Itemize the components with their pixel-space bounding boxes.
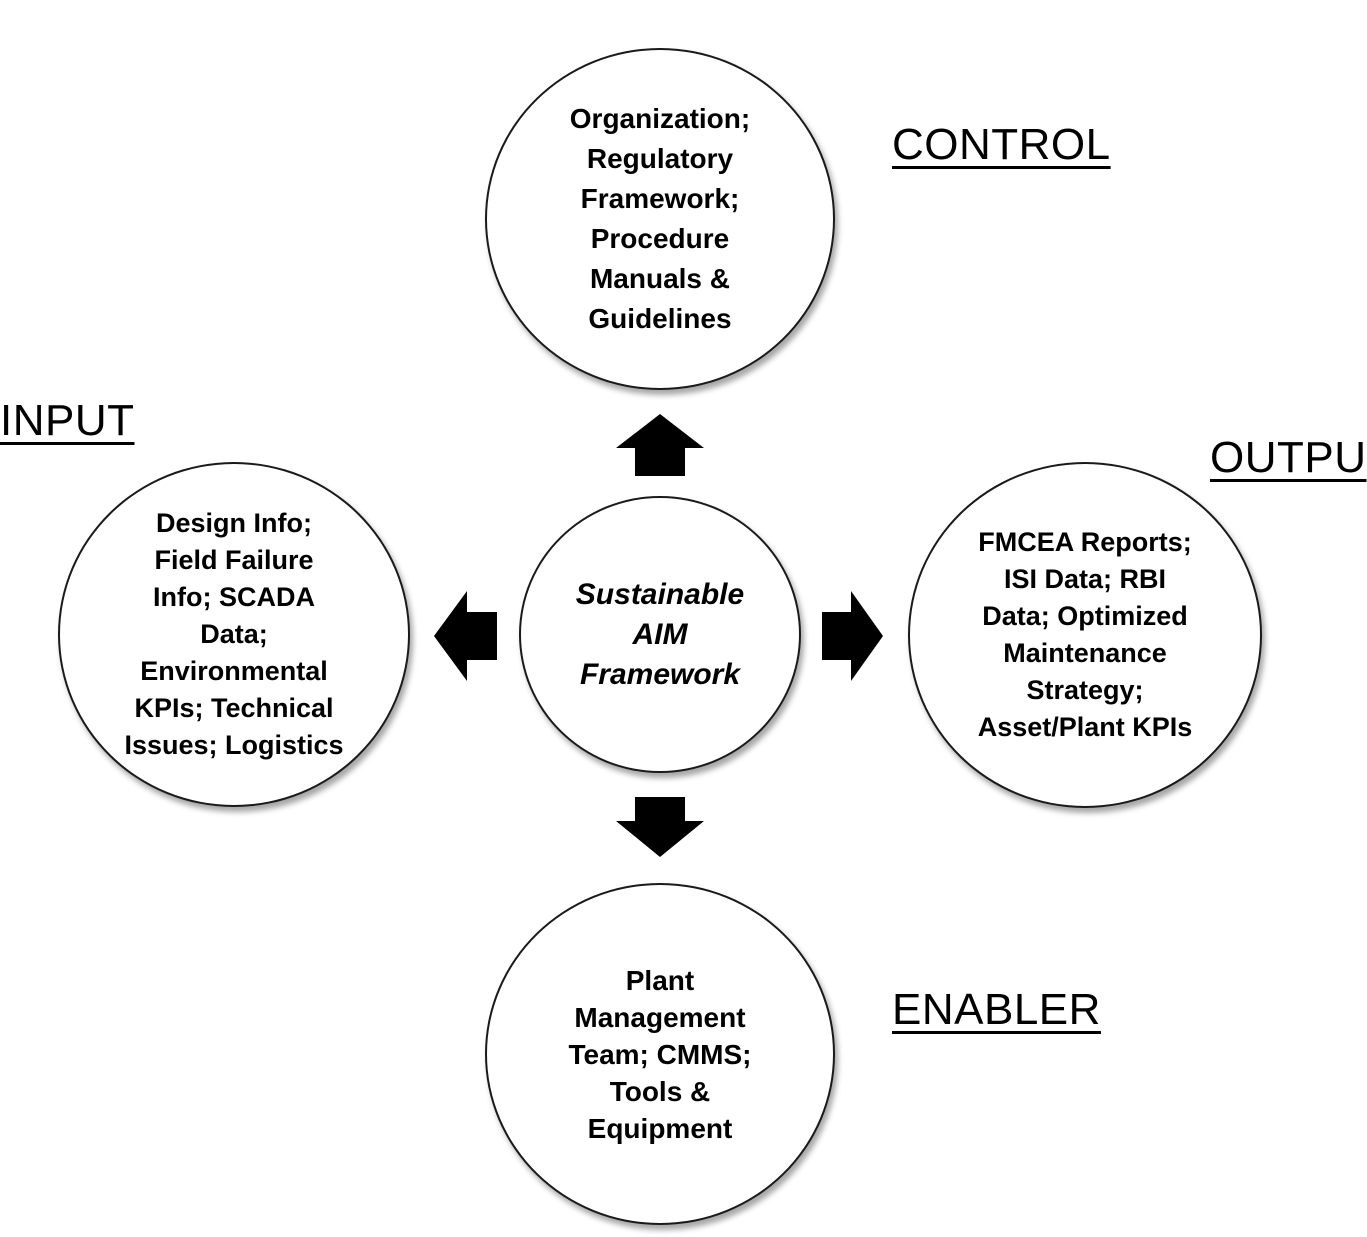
enabler-circle: Plant Management Team; CMMS; Tools & Equ…	[485, 883, 835, 1225]
control-circle: Organization; Regulatory Framework; Proc…	[485, 48, 835, 390]
output-circle: FMCEA Reports; ISI Data; RBI Data; Optim…	[908, 462, 1262, 808]
down-arrow-icon	[616, 797, 704, 857]
input-circle-text: Design Info; Field Failure Info; SCADA D…	[124, 508, 344, 760]
control-circle-text: Organization; Regulatory Framework; Proc…	[569, 103, 751, 334]
control-label: CONTROL	[892, 120, 1111, 169]
left-arrow-icon	[434, 591, 497, 681]
input-circle: Design Info; Field Failure Info; SCADA D…	[58, 462, 410, 807]
up-arrow-icon	[616, 414, 704, 476]
output-label: OUTPU	[1210, 433, 1367, 482]
output-circle-text: FMCEA Reports; ISI Data; RBI Data; Optim…	[977, 527, 1193, 742]
input-label: INPUT	[0, 396, 135, 445]
enabler-label: ENABLER	[892, 985, 1101, 1034]
right-arrow-icon	[822, 591, 883, 681]
enabler-circle-text: Plant Management Team; CMMS; Tools & Equ…	[568, 964, 752, 1144]
center-circle[interactable]: Sustainable AIM Framework	[519, 496, 801, 773]
center-circle-text: Sustainable AIM Framework	[575, 577, 745, 691]
